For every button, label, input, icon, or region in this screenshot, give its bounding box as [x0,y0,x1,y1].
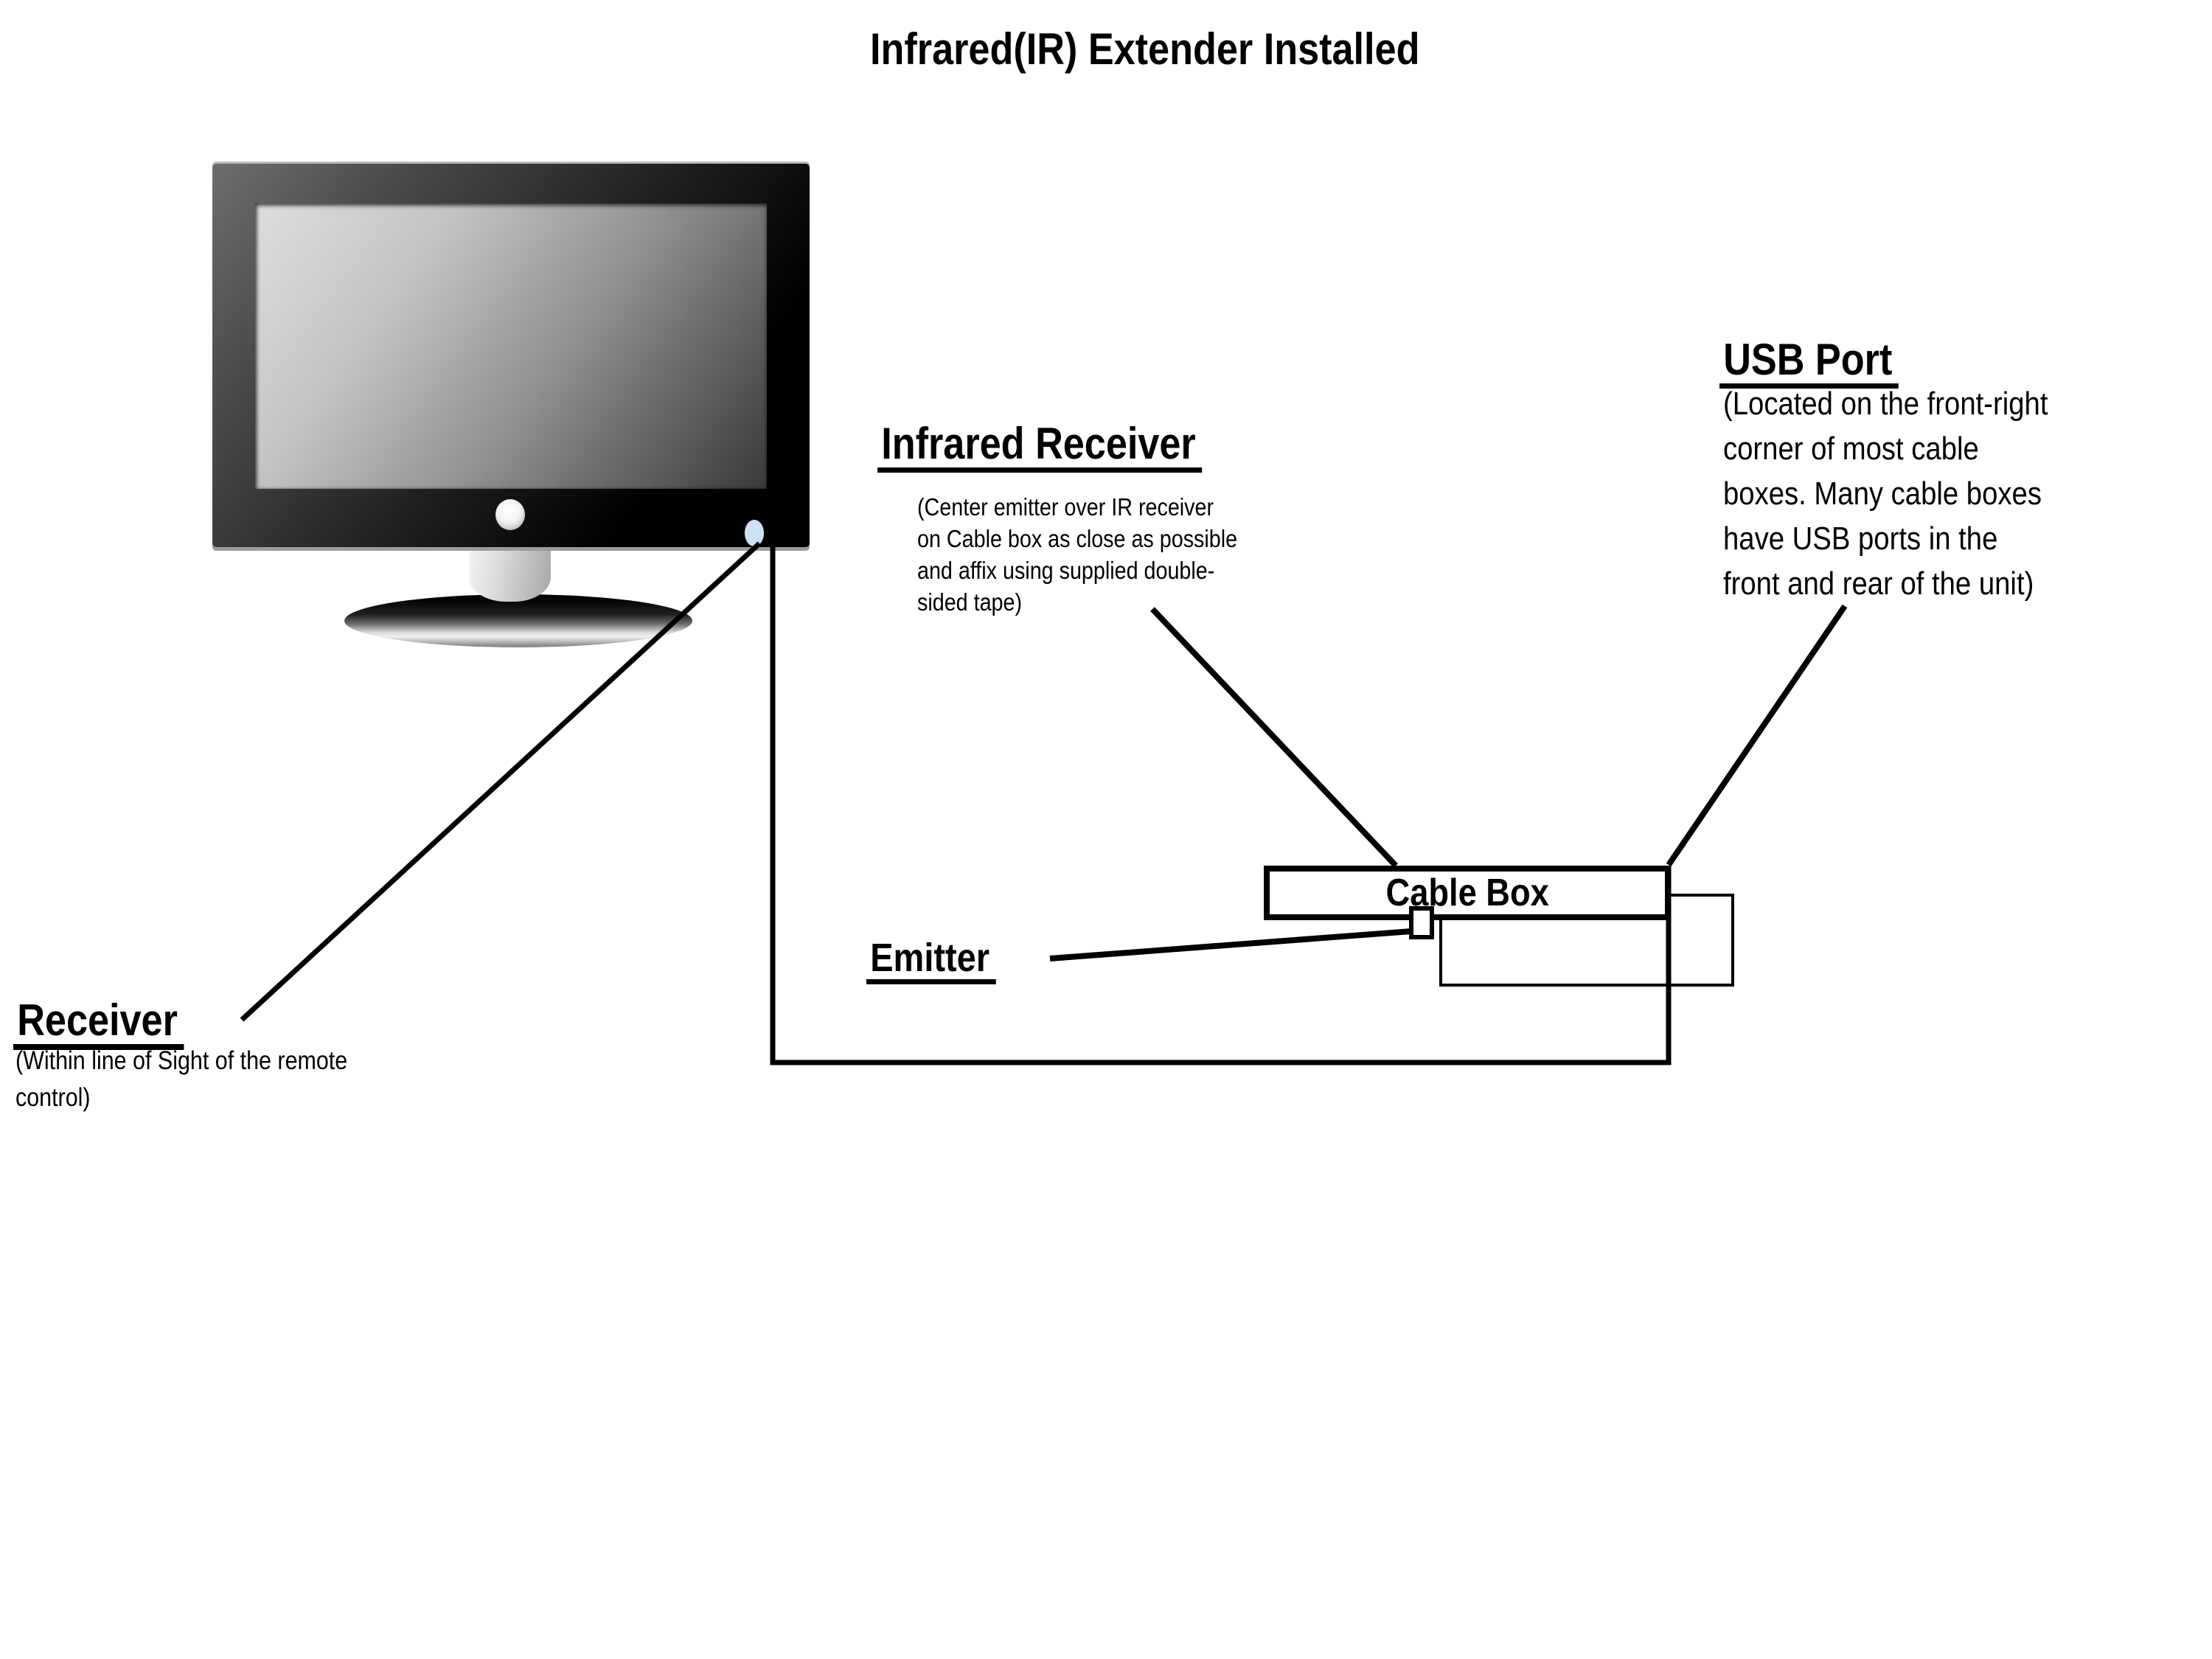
infrared-receiver-note: (Center emitter over IR receiver on Cabl… [917,491,1237,618]
receiver-heading: Receiver [13,998,184,1050]
note-line: (Within line of Sight of the remote [15,1046,348,1075]
tv-ir-receiver-dot-icon [745,520,764,546]
tv-stand-neck [469,547,551,602]
tv-bezel [212,164,810,547]
note-line: and affix using supplied double- [917,557,1215,584]
infrared-receiver-heading: Infrared Receiver [877,422,1203,473]
line-emitter-pointer [1049,928,1412,961]
tv-screen [255,204,767,489]
note-line: have USB ports in the [1723,521,1998,557]
note-line: (Center emitter over IR receiver [917,493,1214,521]
line-usb-port-pointer [1666,604,1848,867]
line-ir-receiver-pointer [1150,607,1398,868]
usb-port-heading: USB Port [1719,338,1899,389]
tv-power-button-icon [495,499,525,530]
note-line: on Cable box as close as possible [917,525,1238,552]
note-line: front and rear of the unit) [1723,566,2034,602]
cable-box: Cable Box [1264,866,1671,920]
note-line: control) [15,1083,91,1112]
emitter-heading: Emitter [866,938,996,984]
emitter-square [1409,906,1434,939]
note-line: (Located on the front-right [1723,386,2048,422]
page-title: Infrared(IR) Extender Installed [870,24,1420,74]
receiver-note: (Within line of Sight of the remote cont… [15,1043,347,1116]
note-line: boxes. Many cable boxes [1723,476,2042,512]
usb-port-note: (Located on the front-right corner of mo… [1723,381,2048,606]
tv-stand-base [344,594,692,647]
note-line: corner of most cable [1723,431,1979,467]
note-line: sided tape) [917,588,1023,616]
